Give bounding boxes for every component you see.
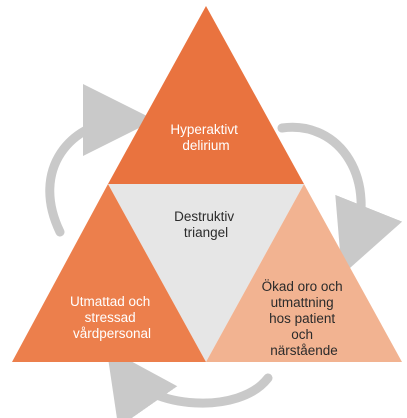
cycle-arrow-right-to-left — [106, 347, 273, 418]
top-triangle — [108, 6, 304, 184]
center-triangle — [108, 184, 304, 362]
left-line-3: vårdpersonal — [73, 326, 151, 341]
right-line-5: närstående — [270, 343, 338, 358]
label-okad-oro-utmattning: Ökad oro och utmattning hos patient och … — [262, 279, 347, 358]
top-line-1: Hyperaktivt — [170, 122, 238, 137]
left-triangle — [12, 184, 206, 362]
center-line-1: Destruktiv — [174, 209, 234, 224]
cycle-arrow-left-to-top — [45, 84, 155, 237]
left-line-1: Utmattad och — [70, 294, 150, 309]
center-line-2: triangel — [184, 225, 228, 240]
right-line-1: Ökad oro och — [262, 279, 343, 294]
label-destruktiv-triangel: Destruktiv triangel — [174, 209, 238, 240]
left-line-2: stressad — [85, 310, 136, 325]
right-line-4: och — [291, 327, 313, 342]
right-triangle — [206, 184, 402, 362]
cycle-arrow-top-to-right — [277, 122, 403, 276]
right-line-2: utmattning — [271, 295, 334, 310]
right-line-3: hos patient — [269, 311, 335, 326]
top-line-2: delirium — [182, 138, 229, 153]
label-utmattad-vardpersonal: Utmattad och stressad vårdpersonal — [70, 294, 154, 341]
label-hyperaktivt-delirium: Hyperaktivt delirium — [170, 122, 241, 153]
